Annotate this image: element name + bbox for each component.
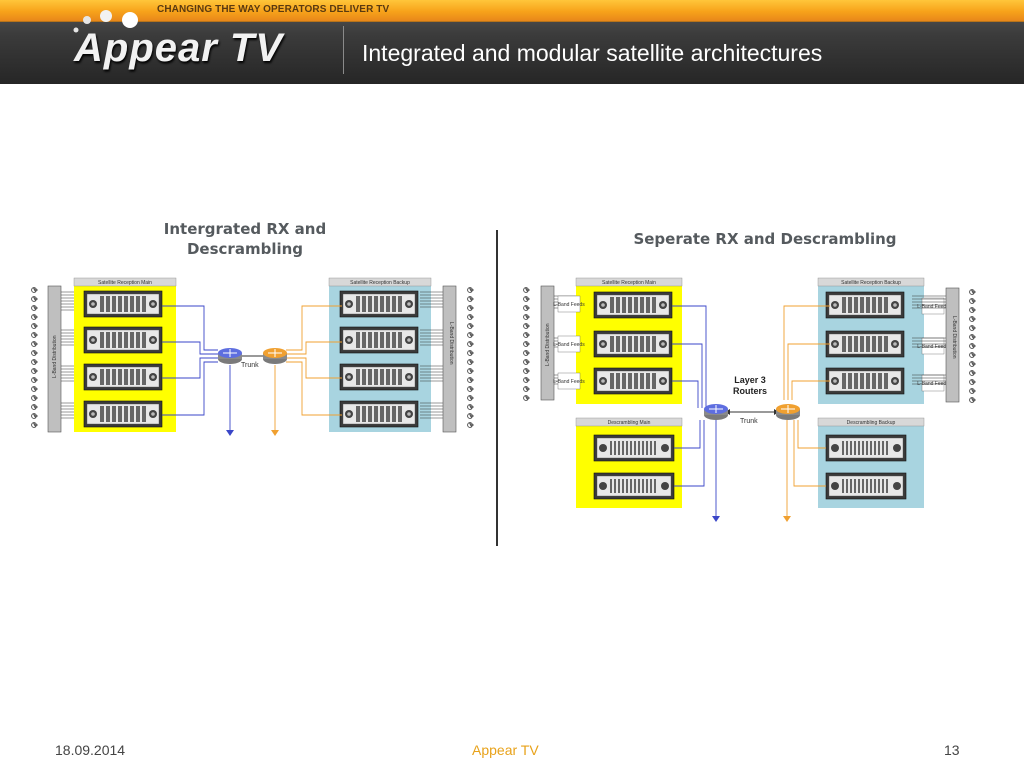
header-divider [343,26,344,74]
satellite-dishes-left [31,286,39,429]
right-panel-title: Seperate RX and Descrambling [633,230,897,248]
satellite-dishes-right-panel-right [969,288,977,404]
lband-distribution-rp-left [540,285,555,401]
lband-label-left: L-Band Distribution [52,335,58,378]
lband-distribution-right [442,285,457,433]
backup-l3-router-icon [775,403,801,421]
feeds-label-1: L-Band Feeds [553,302,585,308]
satellite-dishes-right [467,286,475,429]
feeds-label-4: L-Band Feeds [917,304,949,310]
rx-backup-label: Satellite Reception Backup [841,280,901,286]
page-number: 13 [944,742,960,758]
satellite-dishes-right-panel-left [523,286,531,402]
right-panel: L-Band Distribution Satellite Reception … [523,277,977,522]
routers-label-line1: Layer 3 [734,375,766,385]
left-panel: L-Band Distribution Satellite Reception … [31,277,475,436]
footer-brand: Appear TV [472,742,539,758]
feeds-label-3: L-Band Feeds [553,379,585,385]
left-panel-title: Intergrated RX and Descrambling [163,220,327,258]
main-router-icon [217,347,243,365]
feeds-label-2: L-Band Feeds [553,342,585,348]
descr-main-label: Descrambling Main [608,420,651,426]
backup-router-icon [262,347,288,365]
lband-distribution-left [47,285,62,433]
lband-label-rp-left: L-Band Distribution [545,323,551,366]
tagline-strip: CHANGING THE WAY OPERATORS DELIVER TV [0,0,1024,22]
lband-distribution-rp-right [945,287,960,403]
descr-backup-label: Descrambling Backup [847,420,896,426]
header-bar: CHANGING THE WAY OPERATORS DELIVER TV Ap… [0,0,1024,84]
tagline: CHANGING THE WAY OPERATORS DELIVER TV [157,4,390,15]
main-l3-router-icon [703,403,729,421]
logo: Appear TV [74,26,284,70]
routers-label-line2: Routers [733,386,767,396]
panel-divider [496,230,498,546]
rack-backup-label: Satellite Reception Backup [350,280,410,286]
trunk-label-left: Trunk [241,362,259,369]
lband-label-rp-right: L-Band Distribution [951,316,957,359]
rx-main-label: Satellite Reception Main [602,280,656,286]
footer-date: 18.09.2014 [55,742,126,758]
slide-title: Integrated and modular satellite archite… [362,40,823,66]
rack-main-label: Satellite Reception Main [98,280,152,286]
logo-dots-icon [73,10,138,33]
trunk-label-right: Trunk [740,418,758,425]
lband-label-right: L-Band Distribution [448,322,454,365]
